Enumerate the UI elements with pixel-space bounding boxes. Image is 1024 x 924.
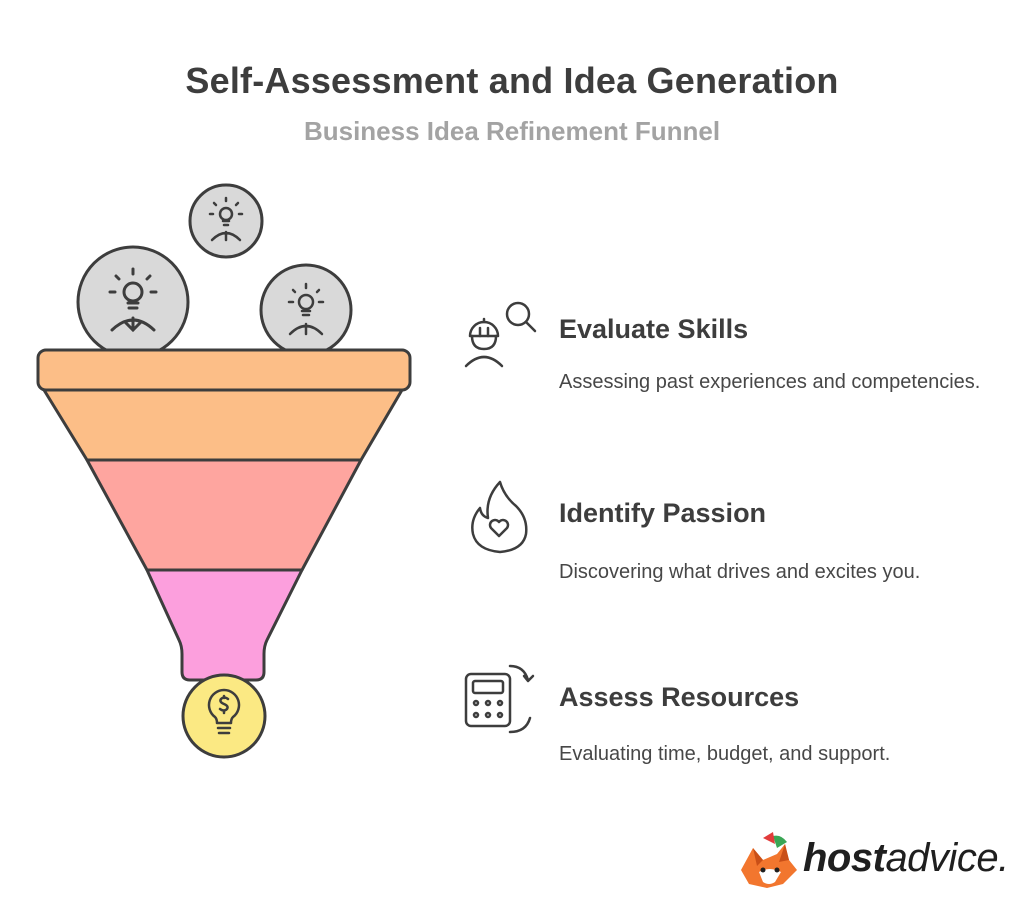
funnel-top-section [42,388,404,462]
item-title-evaluate-skills: Evaluate Skills [559,314,749,344]
item-title-identify-passion: Identify Passion [559,498,767,528]
item-desc-identify-passion: Discovering what drives and excites you. [559,561,921,583]
idea-person-icon [76,245,190,359]
funnel-rim [36,348,412,392]
dollar-lightbulb-icon [181,673,267,759]
calculator-cycle-icon [464,664,535,734]
logo-text: hostadvice. [803,836,1009,881]
funnel-middle-section [85,458,363,572]
idea-person-icon [259,263,353,357]
page-title: Self-Assessment and Idea Generation [185,60,839,101]
page-subtitle: Business Idea Refinement Funnel [303,116,721,146]
fox-logo-icon [741,832,797,888]
worker-search-icon [464,301,537,368]
logo-brand-light: advice. [885,836,1009,880]
idea-person-icon [188,183,264,259]
funnel-bottom-section [145,568,304,682]
flame-heart-icon [471,480,528,554]
item-desc-assess-resources: Evaluating time, budget, and support. [559,743,891,765]
hostadvice-logo[interactable]: hostadvice. [733,826,1009,896]
item-desc-evaluate-skills: Assessing past experiences and competenc… [559,371,981,393]
logo-brand-bold: host [803,836,886,880]
item-title-assess-resources: Assess Resources [559,682,800,712]
